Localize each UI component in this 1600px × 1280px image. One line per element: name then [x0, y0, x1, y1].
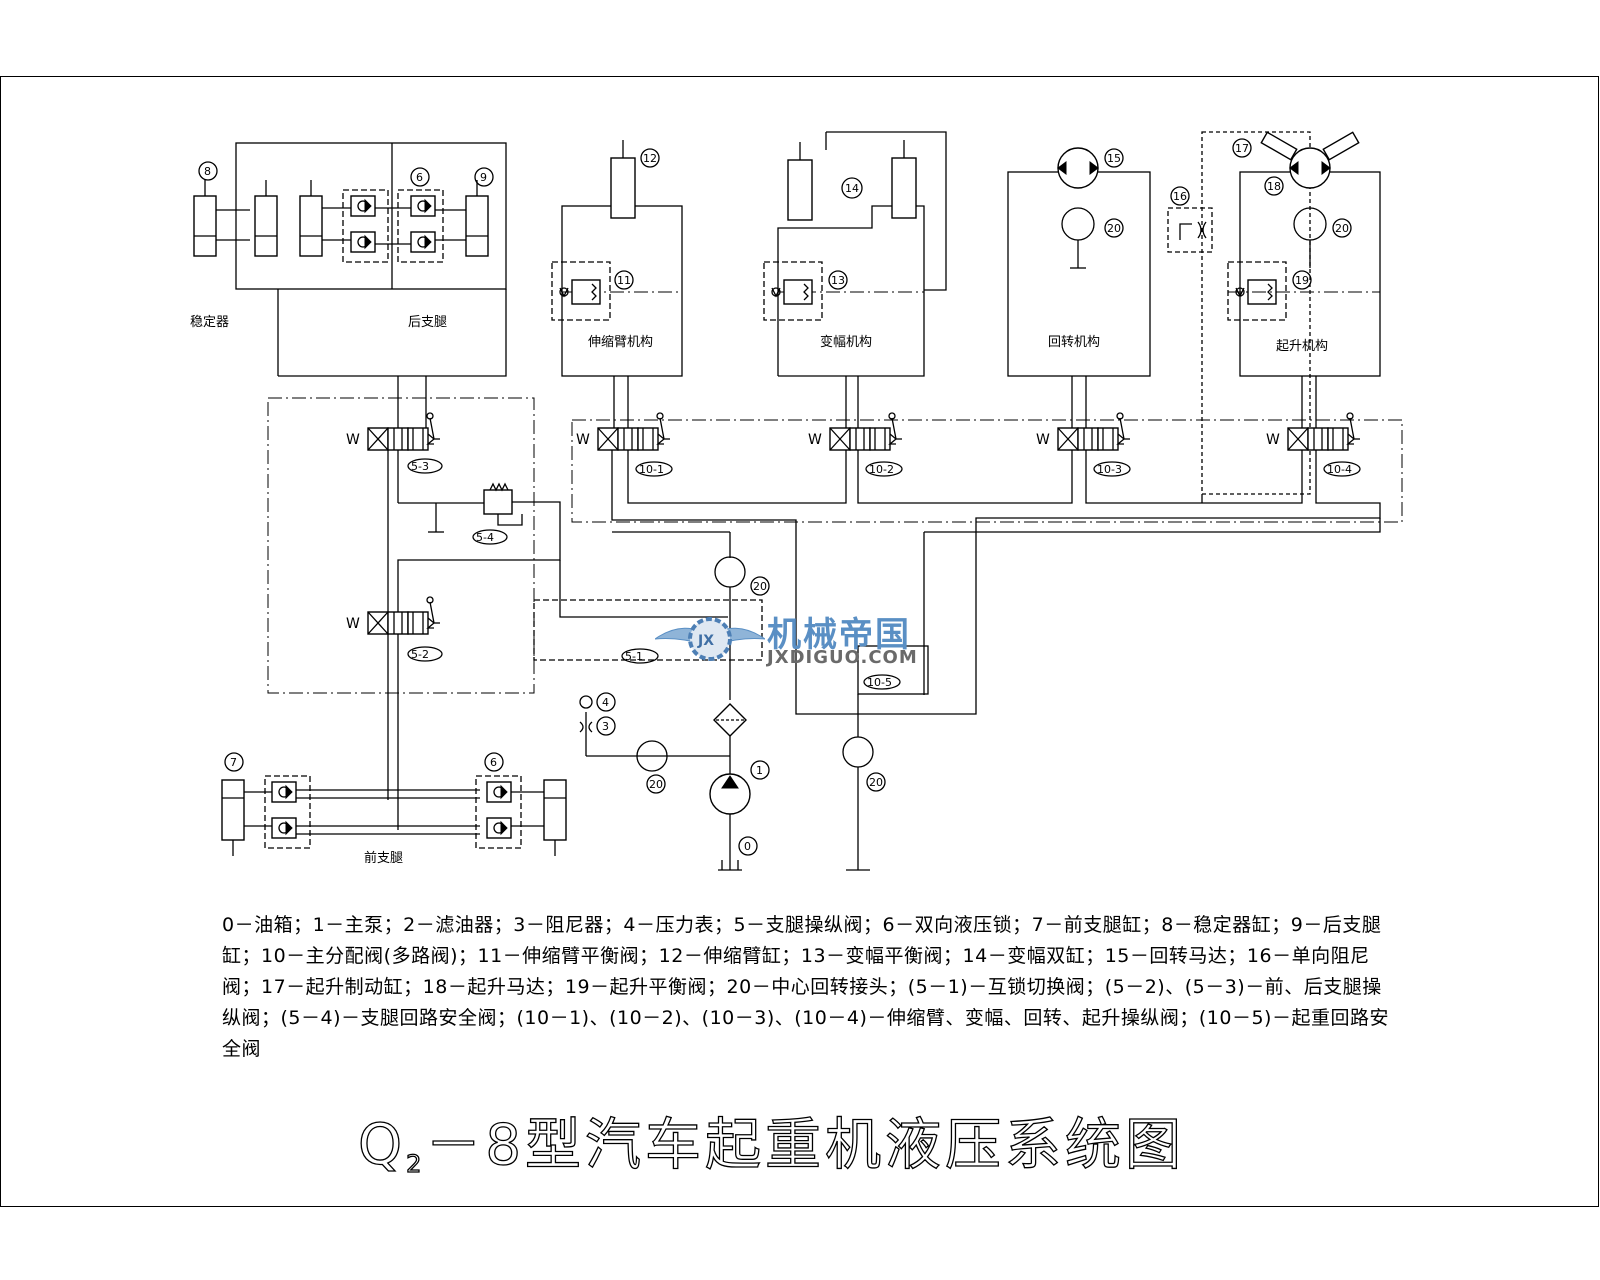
label-19: 19	[1295, 274, 1309, 287]
main-pump-1	[709, 773, 751, 815]
label-5-3: 5-3	[411, 460, 429, 473]
label-1: 1	[756, 764, 763, 777]
diagram-title: Q2－8型汽车起重机液压系统图	[357, 1112, 1185, 1178]
label-0: 0	[744, 840, 751, 853]
label-10-5: 10-5	[867, 676, 892, 689]
gear-wings-icon: JX	[655, 617, 765, 661]
label-20-gauge: 20	[649, 778, 663, 791]
label-telescope: 伸缩臂机构	[588, 334, 653, 350]
label-5-4: 5-4	[476, 531, 494, 544]
front-leg-cylinder-right	[511, 779, 567, 856]
label-10-4: 10-4	[1327, 463, 1352, 476]
label-11: 11	[617, 274, 631, 287]
luffing-cylinder-14b	[891, 140, 917, 219]
hoist-brake-17	[1260, 131, 1360, 161]
watermark-name: 机械帝国	[767, 615, 911, 655]
control-valve-10-4	[1265, 412, 1361, 451]
label-13: 13	[831, 274, 845, 287]
label-12: 12	[643, 152, 657, 165]
label-8: 8	[204, 165, 211, 178]
stabilizer-cylinder-8	[193, 180, 250, 257]
rear-leg-cylinder-a	[254, 180, 278, 257]
front-leg-valve-5-2	[345, 596, 441, 635]
label-10-2: 10-2	[869, 463, 894, 476]
label-4: 4	[602, 696, 609, 709]
logo-letters: JX	[697, 633, 714, 649]
label-luffing: 变幅机构	[820, 334, 872, 350]
label-17: 17	[1235, 142, 1249, 155]
luffing-cylinder-14a	[787, 142, 813, 221]
interlock-valve-5-1	[533, 599, 763, 661]
front-leg-cylinder-7	[221, 779, 272, 856]
label-14: 14	[845, 182, 859, 195]
label-20-center: 20	[753, 580, 767, 593]
label-15: 15	[1107, 152, 1121, 165]
label-5-1: 5-1	[625, 650, 643, 663]
label-20-hoist: 20	[1335, 222, 1349, 235]
telescope-cylinder-12	[610, 140, 636, 219]
one-way-damper-16	[1167, 207, 1213, 253]
label-rear-leg: 后支腿	[408, 315, 447, 330]
hoist-motor-18	[1289, 147, 1331, 189]
label-5-2: 5-2	[411, 648, 429, 661]
label-front-leg: 前支腿	[364, 850, 403, 866]
control-valve-10-3	[1035, 412, 1131, 451]
label-6-front: 6	[490, 756, 497, 769]
label-16: 16	[1173, 190, 1187, 203]
slewing-motor-15	[1057, 147, 1099, 189]
drawing-frame	[0, 76, 1599, 1207]
label-10-1: 10-1	[639, 463, 664, 476]
filter-2	[713, 703, 747, 737]
rear-leg-cylinder-b	[299, 180, 323, 257]
watermark-url: JXDIGUO.COM	[767, 647, 918, 668]
legend-text: 0－油箱；1－主泵；2－滤油器；3－阻尼器；4－压力表；5－支腿操纵阀；6－双向…	[222, 914, 1389, 1060]
label-slewing: 回转机构	[1048, 335, 1100, 350]
control-valve-10-2	[807, 412, 903, 451]
label-18: 18	[1267, 180, 1281, 193]
label-6-rear: 6	[416, 171, 423, 184]
control-valve-10-1	[575, 412, 671, 451]
label-hoist: 起升机构	[1276, 339, 1328, 354]
label-20-return: 20	[869, 776, 883, 789]
label-20-slew: 20	[1107, 222, 1121, 235]
label-3: 3	[602, 720, 609, 733]
watermark: JX 机械帝国 JXDIGUO.COM	[655, 607, 955, 677]
label-9: 9	[480, 171, 487, 184]
label-7: 7	[230, 756, 237, 769]
label-10-3: 10-3	[1097, 463, 1122, 476]
label-stabilizer: 稳定器	[190, 314, 229, 330]
